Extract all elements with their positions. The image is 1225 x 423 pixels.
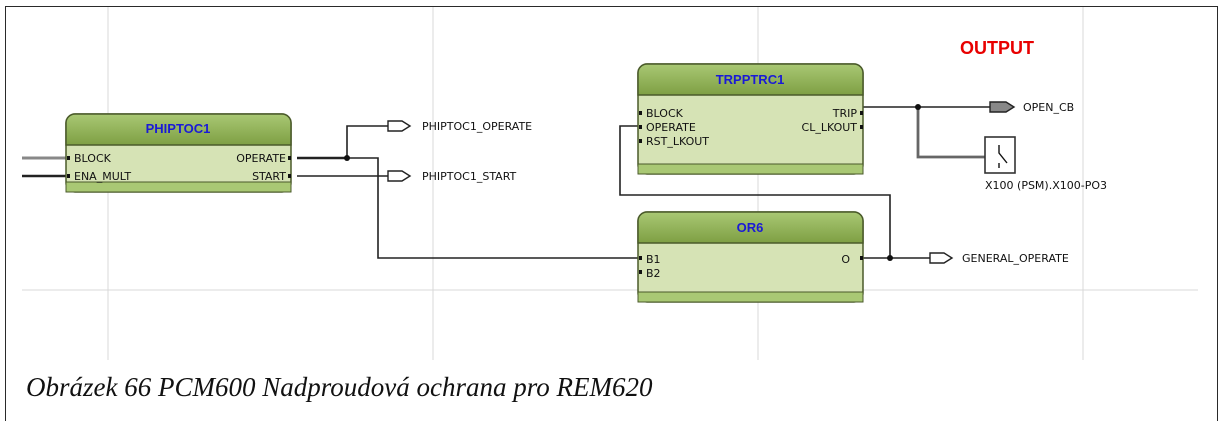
block-phiptoc1[interactable]: PHIPTOC1 BLOCK ENA_MULT OPERATE START [65, 113, 292, 193]
port-trip: TRIP [832, 107, 858, 120]
port-b1: B1 [646, 253, 661, 266]
relay-output-x100-po3[interactable]: X100 (PSM).X100-PO3 [984, 136, 1107, 192]
signal-phiptoc1-operate[interactable]: PHIPTOC1_OPERATE [387, 120, 532, 133]
port-block: BLOCK [646, 107, 684, 120]
block-trpptrc1[interactable]: TRPPTRC1 BLOCK OPERATE RST_LKOUT TRIP CL… [637, 63, 864, 175]
output-section-label: OUTPUT [960, 38, 1034, 58]
output-connector-icon [929, 252, 954, 264]
output-connector-icon [387, 120, 412, 132]
relay-output-label: X100 (PSM).X100-PO3 [985, 179, 1107, 192]
block-title: TRPPTRC1 [716, 72, 785, 87]
port-block: BLOCK [74, 152, 112, 165]
port-operate: OPERATE [236, 152, 286, 165]
port-operate: OPERATE [646, 121, 696, 134]
block-title: PHIPTOC1 [146, 121, 211, 136]
port-b2: B2 [646, 267, 661, 280]
port-o: O [841, 253, 850, 266]
block-title: OR6 [737, 220, 764, 235]
port-start: START [252, 170, 286, 183]
diagram-frame [5, 6, 1218, 421]
signal-label: GENERAL_OPERATE [962, 252, 1069, 265]
signal-general-operate[interactable]: GENERAL_OPERATE [929, 252, 1069, 265]
signal-open-cb[interactable]: OPEN_CB [989, 101, 1074, 114]
block-or6[interactable]: OR6 B1 B2 O [637, 211, 864, 303]
wires [22, 106, 990, 259]
figure-caption: Obrázek 66 PCM600 Nadproudová ochrana pr… [26, 372, 653, 402]
port-cl-lkout: CL_LKOUT [802, 121, 858, 134]
output-connector-icon [989, 101, 1016, 113]
signal-label: OPEN_CB [1023, 101, 1074, 114]
port-ena-mult: ENA_MULT [74, 170, 131, 183]
output-connector-icon [387, 170, 412, 182]
port-rst-lkout: RST_LKOUT [646, 135, 709, 148]
signal-label: PHIPTOC1_START [422, 170, 517, 183]
signal-phiptoc1-start[interactable]: PHIPTOC1_START [387, 170, 517, 183]
wire-junctions [344, 104, 921, 261]
signal-label: PHIPTOC1_OPERATE [422, 120, 532, 133]
